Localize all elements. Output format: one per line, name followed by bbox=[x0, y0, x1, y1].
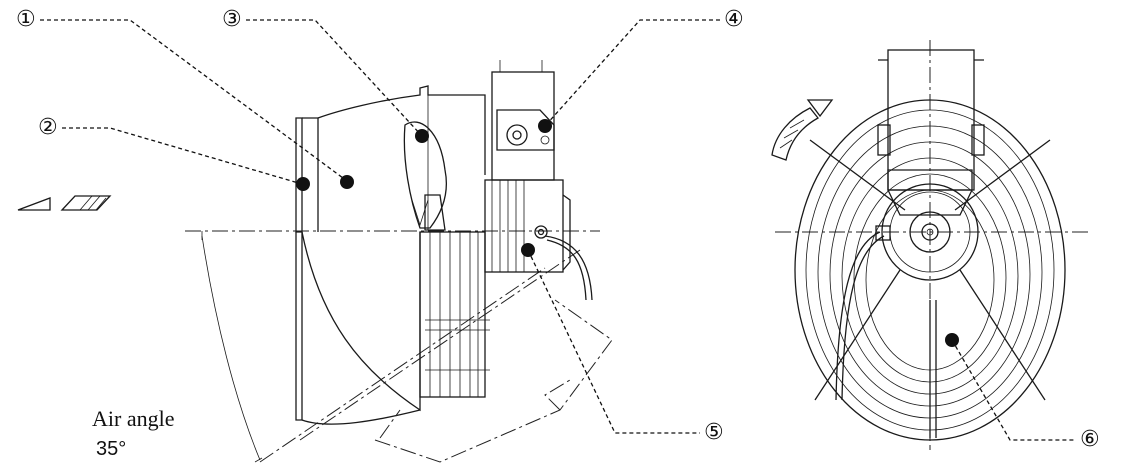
callout-6: ⑥ bbox=[1080, 427, 1100, 452]
side-view bbox=[17, 60, 613, 463]
marker-2-dot bbox=[296, 177, 310, 191]
callout-3: ③ bbox=[222, 7, 242, 32]
callout-5: ⑤ bbox=[704, 420, 724, 445]
marker-3-dot bbox=[415, 129, 429, 143]
callout-4: ④ bbox=[724, 7, 744, 32]
marker-4-dot bbox=[538, 119, 552, 133]
callout-1: ① bbox=[16, 7, 36, 32]
air-angle-label: Air angle bbox=[92, 406, 175, 431]
callout-2: ② bbox=[38, 115, 58, 140]
front-view bbox=[771, 40, 1090, 450]
angle-value-label: 35° bbox=[96, 438, 127, 460]
marker-1-dot bbox=[340, 175, 354, 189]
leader-lines bbox=[40, 19, 1075, 441]
marker-6-dot bbox=[945, 333, 959, 347]
marker-5-dot bbox=[521, 243, 535, 257]
